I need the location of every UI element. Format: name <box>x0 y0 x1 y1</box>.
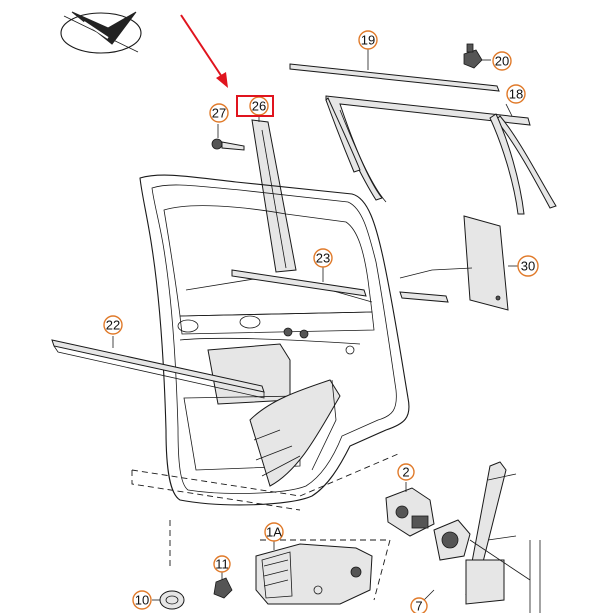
highlight-box <box>236 95 274 117</box>
part-23-seal-strip <box>231 266 367 297</box>
callout-20-label: 20 <box>495 54 509 69</box>
part-2-window-motor <box>385 482 435 537</box>
callout-7-label: 7 <box>415 599 422 613</box>
callout-7[interactable]: 7 <box>410 597 428 613</box>
callout-22[interactable]: 22 <box>103 315 123 335</box>
callout-18[interactable]: 18 <box>506 84 526 104</box>
callout-1a-label: 1A <box>266 525 282 540</box>
callout-10[interactable]: 10 <box>132 590 152 610</box>
part-10-grommet <box>152 590 185 610</box>
callout-2-label: 2 <box>402 465 409 480</box>
callout-19-label: 19 <box>361 33 375 48</box>
callout-27-label: 27 <box>212 106 226 121</box>
callout-23-label: 23 <box>316 251 330 266</box>
callout-18-label: 18 <box>509 87 523 102</box>
pointer-arrow <box>180 14 228 88</box>
callout-26-label: 26 <box>252 99 266 114</box>
part-18-window-frame <box>325 95 557 215</box>
callout-10-label: 10 <box>135 593 149 608</box>
orientation-logo <box>60 11 142 54</box>
part-20-clip <box>463 43 491 69</box>
callout-22-label: 22 <box>106 318 120 333</box>
callout-26[interactable]: 26 <box>236 95 274 117</box>
part-30-trim-panel <box>399 215 518 311</box>
part-11-clip <box>213 572 233 599</box>
window-regulator <box>433 461 541 613</box>
door-shell <box>139 174 410 506</box>
callout-1a[interactable]: 1A <box>264 522 284 542</box>
callout-20[interactable]: 20 <box>492 51 512 71</box>
callout-11-label: 11 <box>215 557 229 572</box>
callout-2[interactable]: 2 <box>397 463 415 481</box>
callout-19[interactable]: 19 <box>358 30 378 50</box>
part-26-pillar-trim <box>251 116 297 273</box>
callout-30[interactable]: 30 <box>517 255 539 277</box>
part-19-seal-strip <box>289 49 500 92</box>
callout-27[interactable]: 27 <box>209 103 229 123</box>
assembly-guide-lines <box>131 453 399 601</box>
part-1a-bracket <box>255 540 373 605</box>
part-22-outer-seal <box>51 336 265 399</box>
callout-23[interactable]: 23 <box>313 248 333 268</box>
callout-30-label: 30 <box>521 259 535 274</box>
part-27-screw <box>211 124 245 151</box>
callout-11[interactable]: 11 <box>213 555 231 573</box>
